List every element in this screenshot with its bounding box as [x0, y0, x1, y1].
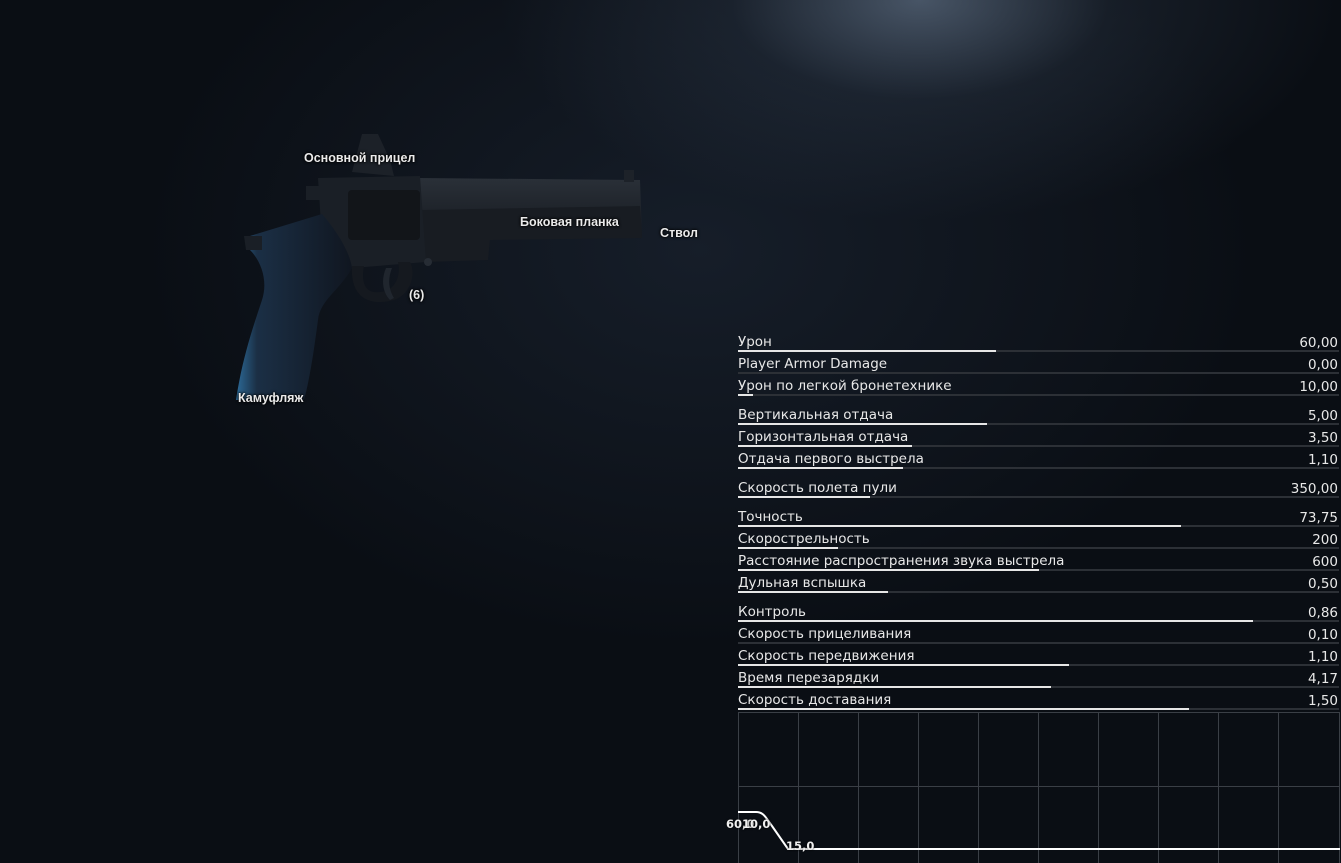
- stat-bar-track: [738, 525, 1339, 527]
- slot-main-sight[interactable]: Основной прицел: [304, 151, 416, 165]
- stat-value: 3,50: [1307, 430, 1338, 446]
- stat-bar-fill: [738, 467, 904, 469]
- stat-value: 0,50: [1307, 576, 1338, 592]
- stat-value: 10,00: [1299, 379, 1338, 395]
- stat-bar-track: [738, 394, 1339, 396]
- stat-label: Расстояние распространения звука выстрел…: [738, 553, 1065, 569]
- stat-bar-fill: [738, 547, 839, 549]
- slot-barrel[interactable]: Ствол: [660, 226, 698, 240]
- stat-bar-fill: [738, 525, 1181, 527]
- stat-bar-track: [738, 686, 1339, 688]
- stat-value: 0,00: [1307, 357, 1338, 373]
- stat-label: Горизонтальная отдача: [738, 429, 909, 445]
- stat-value: 600: [1312, 554, 1338, 570]
- stat-bar-track: [738, 350, 1339, 352]
- stat-row: Точность 73,75: [738, 506, 1339, 528]
- stat-bar-track: [738, 664, 1339, 666]
- stat-bar-track: [738, 547, 1339, 549]
- stat-label: Отдача первого выстрела: [738, 451, 924, 467]
- stat-bar-fill: [738, 496, 871, 498]
- stat-row: Отдача первого выстрела 1,10: [738, 448, 1339, 470]
- stat-value: 60,00: [1299, 335, 1338, 351]
- stat-value: 0,86: [1307, 605, 1338, 621]
- stat-label: Скорость полета пули: [738, 480, 897, 496]
- stat-value: 73,75: [1299, 510, 1338, 526]
- stat-bar-track: [738, 467, 1339, 469]
- stat-bar-track: [738, 496, 1339, 498]
- stat-label: Скорострельность: [738, 531, 870, 547]
- graph-label-end: 15,0: [786, 839, 815, 853]
- recoil-curve: [738, 811, 1340, 850]
- stat-bar-track: [738, 708, 1339, 710]
- graph-label-start-overlap: 10,0: [742, 817, 771, 831]
- stat-bar-fill: [738, 423, 988, 425]
- stat-row: Скорострельность 200: [738, 528, 1339, 550]
- stat-bar-fill: [738, 686, 1051, 688]
- stat-row: Горизонтальная отдача 3,50: [738, 426, 1339, 448]
- stat-row: Скорость полета пули 350,00: [738, 477, 1339, 499]
- stat-row: Расстояние распространения звука выстрел…: [738, 550, 1339, 572]
- stat-row: Player Armor Damage 0,00: [738, 353, 1339, 375]
- stat-row: Вертикальная отдача 5,00: [738, 404, 1339, 426]
- slot-magazine[interactable]: (6): [409, 288, 425, 302]
- stat-label: Вертикальная отдача: [738, 407, 894, 423]
- stat-value: 1,10: [1307, 649, 1338, 665]
- stat-row: Время перезарядки 4,17: [738, 667, 1339, 689]
- stat-label: Точность: [738, 509, 803, 525]
- stat-bar-fill: [738, 350, 997, 352]
- stat-row: Скорость доставания 1,50: [738, 689, 1339, 711]
- stat-bar-fill: [738, 708, 1189, 710]
- graph-label-start: 60,0: [726, 817, 755, 831]
- stat-label: Контроль: [738, 604, 806, 620]
- stat-bar-track: [738, 372, 1339, 374]
- recoil-graph-canvas: [738, 712, 1340, 863]
- stat-label: Дульная вспышка: [738, 575, 867, 591]
- slot-side-rail[interactable]: Боковая планка: [520, 215, 619, 229]
- stat-row: Скорость прицеливания 0,10: [738, 623, 1339, 645]
- recoil-graph: 60,0 10,0 15,0: [726, 712, 1340, 863]
- stat-label: Время перезарядки: [738, 670, 880, 686]
- stat-row: Контроль 0,86: [738, 601, 1339, 623]
- stat-value: 4,17: [1307, 671, 1338, 687]
- stat-value: 0,10: [1307, 627, 1338, 643]
- stat-label: Скорость прицеливания: [738, 626, 912, 642]
- stat-bar-fill: [738, 445, 913, 447]
- stat-label: Скорость доставания: [738, 692, 892, 708]
- stat-bar-track: [738, 445, 1339, 447]
- stat-value: 1,10: [1307, 452, 1338, 468]
- stat-bar-track: [738, 642, 1339, 644]
- stat-bar-fill: [738, 620, 1254, 622]
- stat-bar-fill: [738, 569, 1039, 571]
- stat-bar-fill: [738, 591, 889, 593]
- slot-camo[interactable]: Камуфляж: [238, 391, 304, 405]
- stat-value: 5,00: [1307, 408, 1338, 424]
- grip[interactable]: [236, 214, 352, 400]
- revolver-model[interactable]: [0, 0, 720, 430]
- stat-bar-fill: [738, 394, 754, 396]
- stat-bar-track: [738, 591, 1339, 593]
- stat-bar-fill: [738, 664, 1069, 666]
- red-dot-sight[interactable]: [352, 134, 394, 176]
- stat-value: 200: [1312, 532, 1338, 548]
- stat-bar-track: [738, 423, 1339, 425]
- stat-bar-track: [738, 620, 1339, 622]
- stat-row: Дульная вспышка 0,50: [738, 572, 1339, 594]
- stat-row: Скорость передвижения 1,10: [738, 645, 1339, 667]
- stat-row: Урон по легкой бронетехнике 10,00: [738, 375, 1339, 397]
- stat-label: Скорость передвижения: [738, 648, 915, 664]
- stat-label: Урон: [738, 334, 772, 350]
- stat-bar-track: [738, 569, 1339, 571]
- stat-label: Урон по легкой бронетехнике: [738, 378, 952, 394]
- stat-value: 350,00: [1290, 481, 1338, 497]
- stat-row: Урон 60,00: [738, 331, 1339, 353]
- stat-value: 1,50: [1307, 693, 1338, 709]
- stat-label: Player Armor Damage: [738, 356, 888, 372]
